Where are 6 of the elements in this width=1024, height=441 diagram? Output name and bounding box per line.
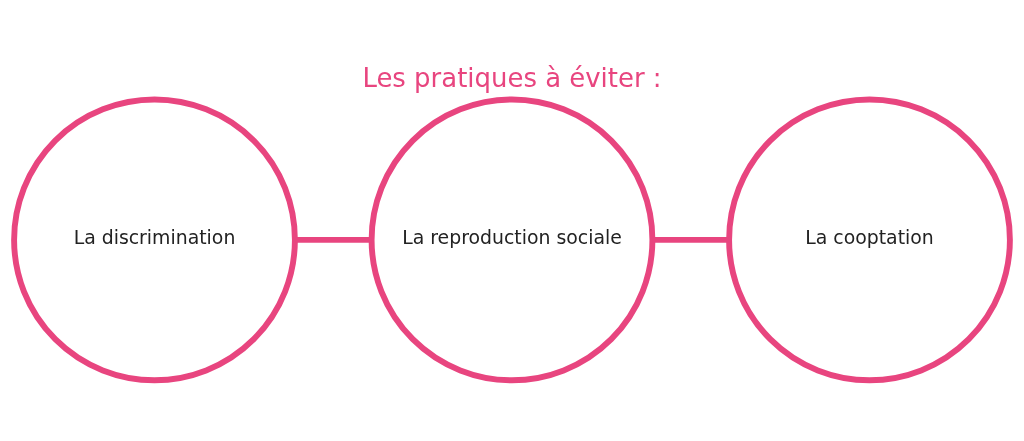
node-circle: La reproduction sociale — [368, 96, 656, 383]
connector — [652, 236, 729, 243]
connector — [295, 236, 372, 243]
node-circle: La cooptation — [726, 96, 1013, 383]
diagram-title: Les pratiques à éviter : — [362, 62, 662, 93]
node-circle: La discrimination — [11, 96, 298, 383]
